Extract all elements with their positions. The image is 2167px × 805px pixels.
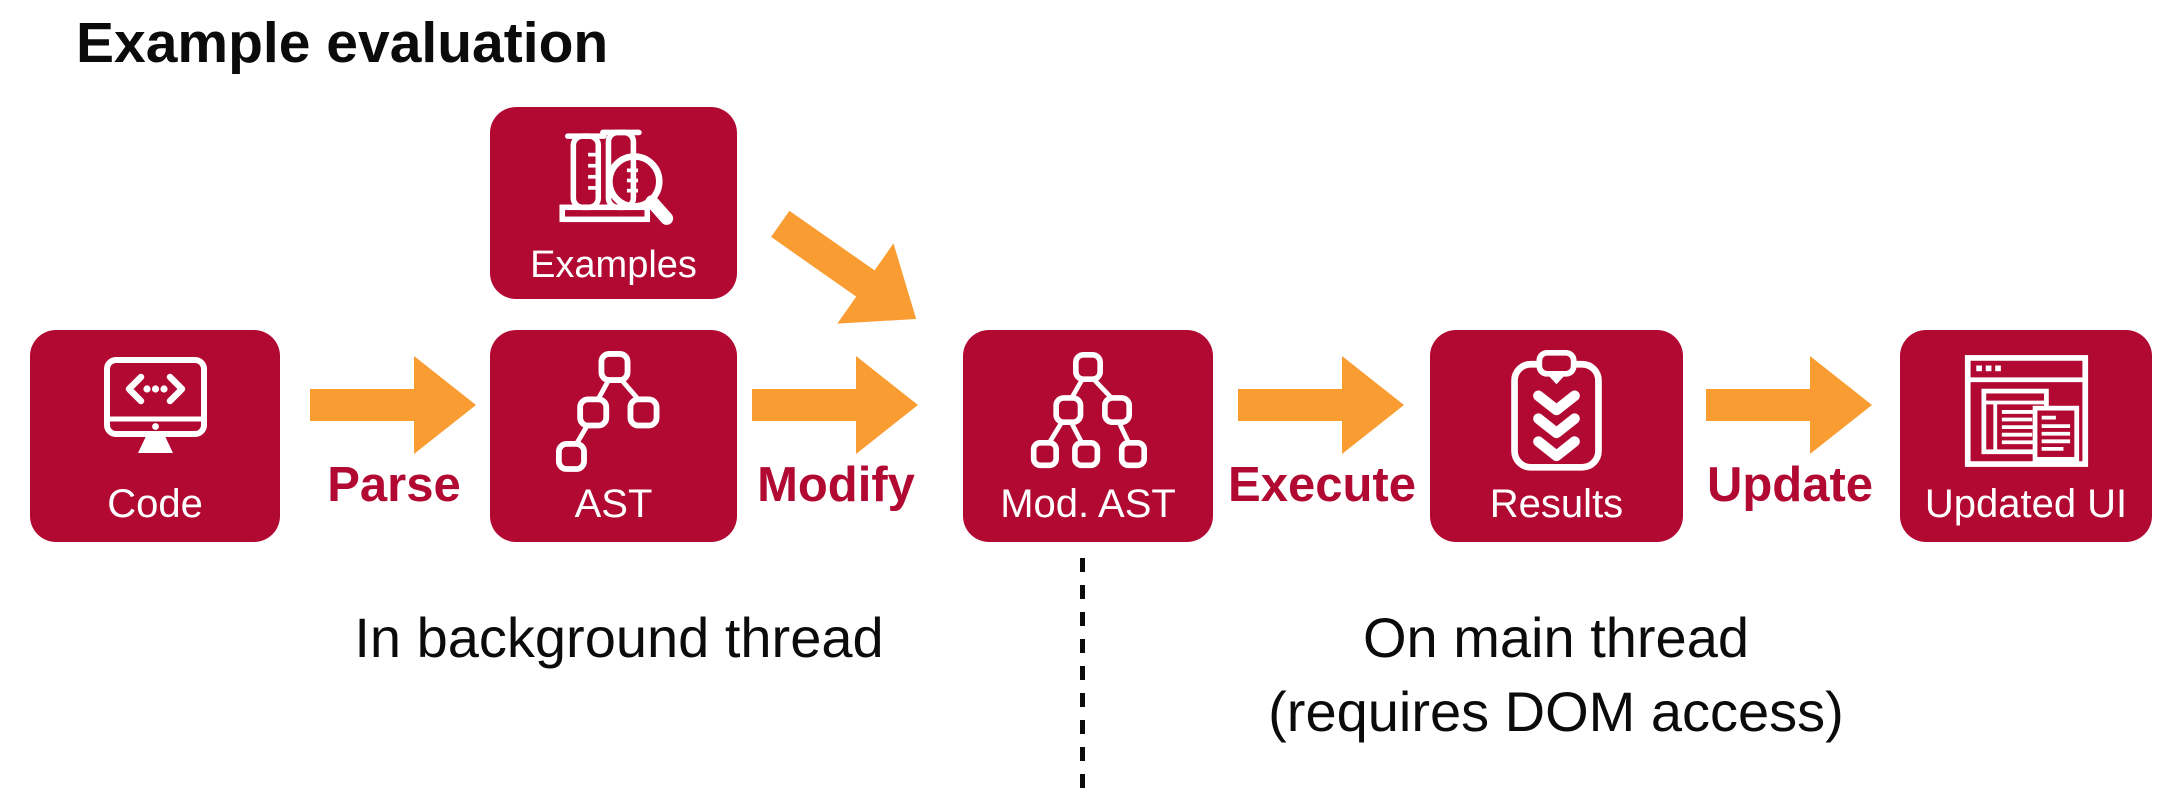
edge-label-update: Update [1706, 458, 1874, 512]
node-mod-ast: Mod. AST [963, 330, 1213, 542]
mod-ast-icon-wrap [963, 330, 1213, 484]
arrow-update-icon [1706, 356, 1872, 454]
ast-icon-wrap [490, 330, 737, 484]
thread-divider-dashed-line [1080, 558, 1085, 792]
ast-tree-icon [555, 351, 659, 472]
main-thread-line1: On main thread [1363, 606, 1749, 669]
edge-label-parse: Parse [327, 458, 461, 512]
node-results: Results [1430, 330, 1683, 542]
test-tubes-magnifier-icon [558, 129, 673, 225]
arrow-modify-icon [752, 356, 918, 454]
examples-icon-wrap [490, 107, 737, 246]
node-mod-ast-label: Mod. AST [1000, 482, 1176, 526]
browser-window-ui-icon [1964, 355, 2088, 467]
results-icon-wrap [1430, 330, 1683, 484]
arrow-execute-icon [1238, 356, 1404, 454]
node-ast-label: AST [574, 482, 653, 526]
node-results-label: Results [1489, 482, 1624, 526]
edge-label-modify: Modify [757, 458, 915, 512]
checklist-clipboard-icon [1511, 349, 1602, 471]
node-examples-label: Examples [530, 244, 697, 286]
node-updated-ui: Updated UI [1900, 330, 2152, 542]
node-examples: Examples [490, 107, 737, 299]
main-thread-line2: (requires DOM access) [1268, 679, 1844, 743]
arrow-examples-to-mod-ast-icon [771, 210, 917, 324]
node-code: Code [30, 330, 280, 542]
updated-ui-icon-wrap [1900, 330, 2152, 484]
node-ast: AST [490, 330, 737, 542]
node-code-label: Code [107, 482, 203, 526]
page-title: Example evaluation [76, 11, 609, 75]
background-thread-label: In background thread [354, 606, 884, 669]
edge-label-execute: Execute [1228, 458, 1416, 512]
code-monitor-icon [103, 357, 207, 453]
main-thread-label: On main thread (requires DOM access) [1156, 601, 1956, 749]
modified-ast-tree-icon [1030, 352, 1147, 469]
code-icon-wrap [30, 330, 280, 484]
node-updated-ui-label: Updated UI [1924, 482, 2128, 526]
arrow-parse-icon [310, 356, 476, 454]
